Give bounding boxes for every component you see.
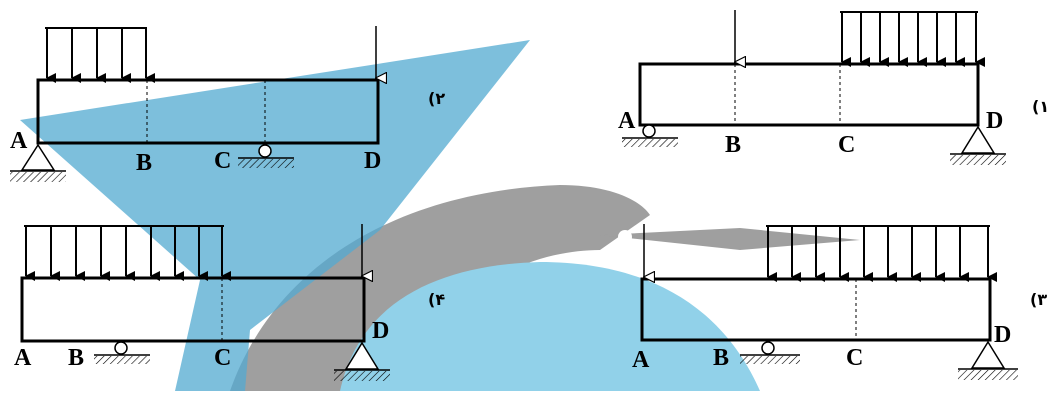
label-1-b: B — [725, 132, 741, 158]
diagram-number-2: (۲ — [428, 89, 445, 108]
label-1-a: A — [618, 108, 636, 134]
distributed-load-2 — [45, 27, 155, 83]
beam-diagram-3: A B C D (۳ — [632, 224, 1047, 380]
diagram-number-1: (۱ — [1032, 97, 1049, 116]
label-3-a: A — [632, 347, 650, 373]
label-1-d: D — [986, 108, 1003, 134]
label-3-c: C — [846, 345, 863, 371]
label-3-d: D — [994, 322, 1011, 348]
watermark-teal-cap — [20, 40, 530, 391]
diagram-number-4: (۴ — [428, 290, 445, 309]
label-2-d: D — [364, 148, 381, 174]
pin-support-3-d — [958, 340, 1018, 380]
beam-4-body — [20, 276, 366, 343]
pin-support-1-d — [950, 125, 1006, 165]
beam-2-body — [36, 78, 380, 145]
beam-1-body — [638, 62, 980, 127]
pin-support-4-d — [334, 341, 390, 381]
label-1-c: C — [838, 132, 855, 158]
label-2-b: B — [136, 150, 152, 176]
roller-support-2-c — [238, 144, 294, 168]
distributed-load-3 — [766, 225, 997, 282]
diagram-number-3: (۳ — [1030, 290, 1047, 309]
label-4-a: A — [14, 345, 32, 371]
beam-diagram-1: A B C D (۱ — [618, 10, 1049, 165]
label-2-c: C — [214, 148, 231, 174]
beam-diagram-2: A B C D (۲ — [10, 26, 445, 182]
watermark-blue-disc — [340, 262, 760, 391]
beam-diagram-4: A B C D (۴ — [14, 224, 445, 381]
label-4-b: B — [68, 345, 84, 371]
label-3-b: B — [713, 345, 729, 371]
pin-support-2-a — [10, 143, 66, 182]
label-4-d: D — [372, 318, 389, 344]
roller-support-1-a — [622, 124, 678, 147]
roller-support-4-b — [94, 341, 150, 364]
roller-support-3-b — [740, 341, 800, 364]
label-2-a: A — [10, 128, 28, 154]
label-4-c: C — [214, 345, 231, 371]
distributed-load-1 — [840, 11, 985, 67]
distributed-load-4 — [24, 225, 231, 281]
watermark-nib-dot — [618, 230, 632, 244]
watermark-gray-nib — [600, 228, 860, 250]
